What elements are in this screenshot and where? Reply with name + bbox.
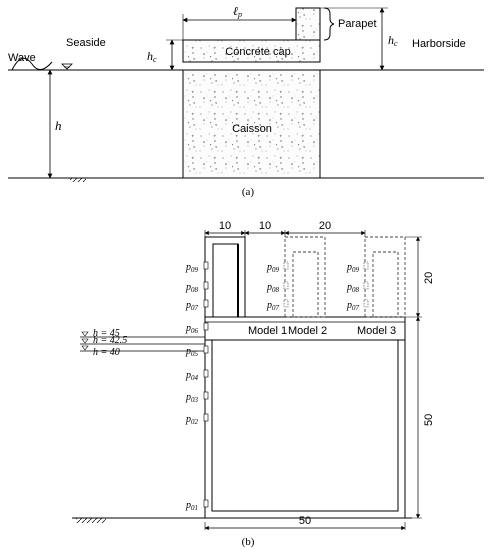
dim-10-a: 10 bbox=[219, 220, 231, 232]
right-dimensions: 20 50 bbox=[405, 236, 435, 519]
parapet-label: Parapet bbox=[338, 18, 377, 30]
sensor-p04: p04 bbox=[185, 370, 199, 382]
sensor-p09-m3: p09 bbox=[346, 262, 360, 274]
water-level-icon-425 bbox=[81, 338, 89, 344]
water-level-425: h = 42.5 bbox=[93, 335, 127, 346]
caisson-frame bbox=[204, 316, 406, 519]
parapet-brace bbox=[323, 7, 335, 41]
dim-20-side: 20 bbox=[423, 272, 435, 284]
seabed-hatch bbox=[70, 178, 86, 182]
sensor-p07-m2: p07 bbox=[266, 300, 280, 312]
wave-icon bbox=[11, 57, 53, 71]
caisson-label: Caisson bbox=[232, 123, 272, 135]
water-levels: h = 45 h = 42.5 h = 40 bbox=[80, 328, 205, 358]
top-dimensions: 10 10 20 bbox=[204, 220, 366, 237]
parapet-model-3 bbox=[364, 236, 406, 318]
dim-10-b: 10 bbox=[259, 220, 271, 232]
caisson-inner bbox=[211, 339, 399, 512]
lp-label: ℓp bbox=[233, 4, 242, 19]
bottom-dimension: 50 bbox=[204, 515, 406, 531]
ground-hatch bbox=[76, 518, 106, 523]
parapet-model-2 bbox=[284, 236, 326, 318]
sensors: p09 p08 p07 p06 p05 p04 p03 p02 p01 p09 … bbox=[185, 261, 369, 512]
sensor-p05: p05 bbox=[185, 346, 199, 358]
sensor-p07-m3: p07 bbox=[346, 300, 360, 312]
seaside-label: Seaside bbox=[66, 37, 106, 49]
sensor-p01: p01 bbox=[185, 500, 198, 512]
h-label: h bbox=[55, 118, 62, 133]
harborside-label: Harborside bbox=[412, 38, 466, 50]
parapet-model-1 bbox=[204, 236, 246, 318]
panel-a: Wave Seaside Caisson Concrete cap Parape… bbox=[8, 4, 484, 198]
dim-20-top: 20 bbox=[319, 220, 331, 232]
sensor-p09-m2: p09 bbox=[266, 262, 280, 274]
dim-50-side: 50 bbox=[423, 414, 435, 426]
sensor-p09-m1: p09 bbox=[185, 262, 199, 274]
hc-left-label: hc bbox=[147, 49, 157, 64]
model-3-label: Model 3 bbox=[357, 325, 396, 337]
sensor-p03: p03 bbox=[185, 392, 199, 404]
model-2-label: Model 2 bbox=[288, 325, 327, 337]
sensor-p02: p02 bbox=[185, 414, 199, 426]
parapet-block bbox=[295, 7, 321, 41]
caption-a: (a) bbox=[242, 186, 255, 198]
concrete-cap-label: Concrete cap bbox=[225, 46, 290, 58]
water-level-45: h = 45 bbox=[93, 328, 120, 339]
caisson-body bbox=[182, 69, 321, 179]
sensor-p07-m1: p07 bbox=[185, 300, 199, 312]
wave-label: Wave bbox=[8, 52, 36, 64]
caption-b: (b) bbox=[242, 536, 255, 548]
sensor-p08-m1: p08 bbox=[185, 282, 199, 294]
dim-50-bottom: 50 bbox=[299, 515, 311, 527]
hc-right-label: hc bbox=[388, 33, 398, 48]
sensor-p08-m2: p08 bbox=[266, 282, 280, 294]
sensor-p06: p06 bbox=[185, 323, 199, 335]
water-level-40: h = 40 bbox=[93, 347, 120, 358]
sensor-p08-m3: p08 bbox=[346, 282, 360, 294]
panel-b: Model 1 Model 2 Model 3 10 10 20 bbox=[72, 220, 435, 548]
water-level-icon-40 bbox=[81, 345, 89, 351]
model-1-label: Model 1 bbox=[248, 325, 287, 337]
water-level-icon-45 bbox=[81, 331, 89, 337]
water-level-icon bbox=[61, 63, 73, 70]
